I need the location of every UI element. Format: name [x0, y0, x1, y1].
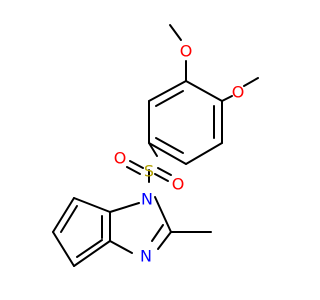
bond: [154, 196, 172, 233]
bond: [109, 202, 140, 213]
bond: [157, 231, 172, 250]
bond: [148, 80, 187, 102]
bond: [155, 90, 184, 107]
oxygen-atom-label: O: [180, 42, 193, 61]
molecule-drawing: O O S O O N N: [52, 24, 259, 267]
bond: [109, 240, 133, 254]
bond: [76, 239, 103, 258]
bond: [148, 142, 158, 157]
bond: [221, 95, 233, 102]
bond: [126, 166, 141, 175]
bond: [157, 167, 172, 176]
bond: [52, 231, 75, 267]
bond: [148, 142, 187, 165]
oxygen-atom-label: O: [114, 149, 127, 168]
bond: [243, 77, 259, 87]
bond: [151, 224, 164, 242]
sulfur-atom-label: S: [144, 162, 154, 181]
bond: [129, 160, 144, 169]
bond: [185, 142, 223, 165]
nitrogen-atom-label: N: [140, 247, 152, 266]
bond-layer: [52, 24, 259, 267]
oxygen-atom-label: O: [172, 175, 185, 194]
bond: [169, 24, 182, 41]
bond: [155, 137, 184, 154]
molecule-structure: O O S O O N N: [52, 24, 259, 267]
bond: [60, 205, 78, 233]
oxygen-atom-label: O: [232, 83, 245, 102]
atom-label-layer: O O S O O N N: [114, 42, 245, 266]
bond: [52, 197, 75, 233]
bond: [154, 173, 169, 182]
nitrogen-atom-label: N: [141, 190, 153, 209]
bond: [73, 240, 111, 267]
bond: [185, 80, 223, 102]
bond: [73, 197, 111, 213]
